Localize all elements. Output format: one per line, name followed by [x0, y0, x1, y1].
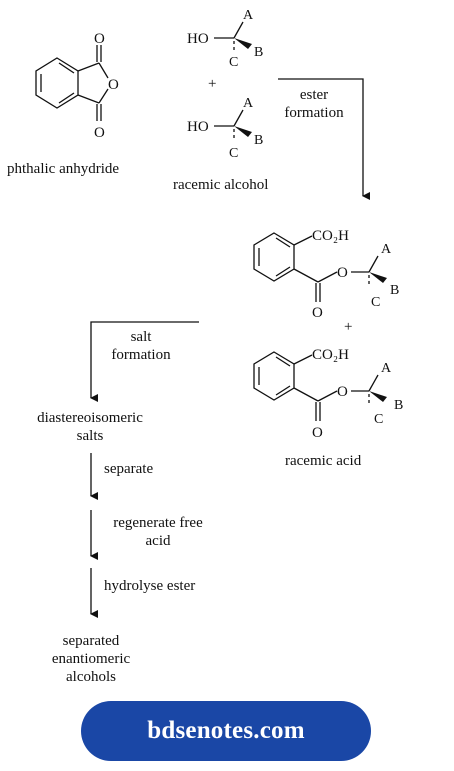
svg-text:C: C	[374, 412, 383, 427]
plus-sign-1: +	[208, 76, 216, 92]
atom-O-top: O	[94, 31, 105, 47]
alcohol-enantiomer-1: HO A B C	[187, 8, 263, 70]
half-ester-1	[253, 232, 379, 302]
salt-formation-arrow	[90, 321, 199, 402]
svg-text:B: B	[394, 398, 403, 413]
reaction-scheme: O O O HO A B C + HO A B C	[35, 8, 403, 618]
racemic-acid-label: racemic acid	[285, 453, 362, 469]
half-ester-2	[253, 351, 379, 421]
phthalic-anhydride-structure	[35, 45, 109, 121]
svg-text:B: B	[254, 133, 263, 148]
svg-text:A: A	[381, 361, 392, 376]
atom-O-ring: O	[108, 77, 119, 93]
hydrolyse-label: hydrolyse ester	[104, 578, 196, 594]
svg-text:HO: HO	[187, 31, 209, 47]
racemic-alcohol-label: racemic alcohol	[173, 177, 269, 193]
svg-text:A: A	[381, 242, 392, 257]
co2h-1: CO₂H	[312, 228, 349, 244]
salt-formation-label: salt formation	[111, 329, 171, 363]
svg-text:HO: HO	[187, 119, 209, 135]
ester-formation-label: ester formation	[284, 87, 344, 121]
svg-text:O: O	[312, 425, 323, 441]
plus-sign-2: +	[344, 319, 352, 335]
phthalic-anhydride-label: phthalic anhydride	[7, 161, 120, 177]
site-link-button[interactable]: bdsenotes.com	[81, 701, 371, 761]
ester-formation-arrow	[278, 78, 370, 200]
svg-text:O: O	[337, 384, 348, 400]
svg-text:B: B	[390, 283, 399, 298]
svg-text:B: B	[254, 45, 263, 60]
diastereoisomeric-salts-label: diastereoisomeric salts	[37, 410, 143, 444]
regenerate-label: regenerate free acid	[113, 515, 203, 549]
svg-text:O: O	[337, 265, 348, 281]
atom-O-bottom: O	[94, 125, 105, 141]
svg-text:C: C	[229, 146, 238, 161]
svg-text:C: C	[229, 55, 238, 70]
co2h-2: CO₂H	[312, 347, 349, 363]
svg-text:A: A	[243, 96, 254, 111]
svg-text:O: O	[312, 305, 323, 321]
separate-label: separate	[104, 461, 154, 477]
alcohol-enantiomer-2: HO A B C	[187, 96, 263, 161]
svg-text:A: A	[243, 8, 254, 23]
separated-enantiomeric-alcohols-label: separated enantiomeric alcohols	[51, 633, 131, 685]
svg-text:C: C	[371, 295, 380, 310]
